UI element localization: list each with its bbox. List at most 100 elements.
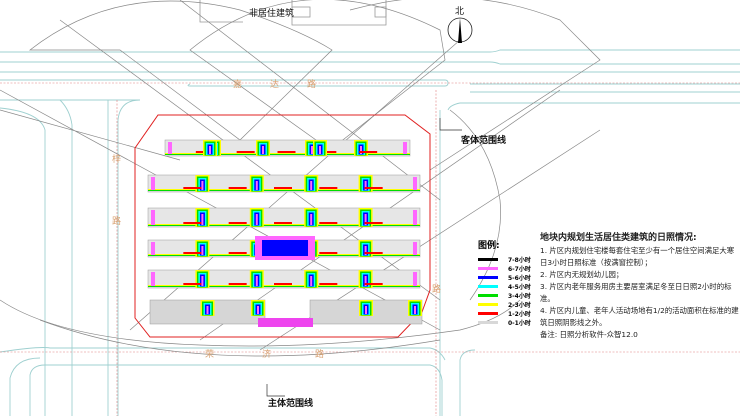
note-line: 4. 片区内儿童、老年人活动场地有1/2的活动面积在标准的建筑日照阴影线之外。 xyxy=(540,306,739,327)
note-line: 2. 片区内无规划幼儿园； xyxy=(540,270,624,279)
legend-item: 4-5小时 xyxy=(478,282,538,291)
sunlight-patch xyxy=(201,214,204,225)
sunlight-patch xyxy=(262,240,308,256)
sunlight-patch xyxy=(274,283,292,285)
sunlight-patch xyxy=(413,177,417,190)
legend-title: 图例: xyxy=(478,241,500,251)
sunlight-patch xyxy=(262,146,264,154)
legend-item: 1-2小时 xyxy=(478,309,538,318)
legend-swatch xyxy=(478,285,498,288)
legend-item: 0-1小时 xyxy=(478,318,538,327)
guest-boundary-label: 客体范围线 xyxy=(461,136,507,146)
sunlight-patch xyxy=(413,272,417,286)
sunlight-patch xyxy=(403,142,407,154)
road-name-top-1: 嘉 xyxy=(233,80,243,90)
legend-item: 7-8小时 xyxy=(478,255,538,264)
sunlight-patch xyxy=(236,151,255,153)
non-residential-building-outline xyxy=(199,0,243,23)
sunlight-patch xyxy=(201,181,204,190)
legend-swatch xyxy=(478,258,498,261)
north-arrow-icon xyxy=(447,17,473,43)
legend-item: 6-7小时 xyxy=(478,264,538,273)
site-boundary xyxy=(134,114,431,338)
legend-swatch xyxy=(478,321,498,324)
sunlight-patch xyxy=(364,246,367,255)
sunlight-patch xyxy=(310,214,313,225)
building-block xyxy=(164,139,411,157)
legend-swatch xyxy=(478,294,498,297)
road-name-bottom-2: 济 xyxy=(262,350,272,360)
sunlight-patch xyxy=(148,225,420,226)
sunlight-patch xyxy=(364,181,367,190)
legend-label: 4-5小时 xyxy=(508,284,531,291)
road-name-left-2: 路 xyxy=(112,217,122,227)
sunlight-patch xyxy=(148,190,420,191)
note-line: 3. 片区内老年服务用房主要居室满足冬至日日照2小时的标准。 xyxy=(540,282,732,303)
sunlight-patch xyxy=(364,222,383,224)
legend-swatch xyxy=(478,312,498,315)
legend-label: 2-3小时 xyxy=(508,302,531,309)
legend-item: 3-4小时 xyxy=(478,291,538,300)
sunlight-patch xyxy=(151,272,155,286)
sunlight-notes: 地块内规划生活居住类建筑的日照情况: 1. 片区内规划住宅楼每套住宅至少有一个居… xyxy=(540,232,740,341)
road-name-top-2: 达 xyxy=(270,80,280,90)
building-block xyxy=(147,269,421,289)
sunlight-patch xyxy=(413,210,417,225)
note-line: 备注: 日照分析软件-众智12.0 xyxy=(540,330,638,339)
road-name-right: 路 xyxy=(432,285,442,295)
sunlight-patch xyxy=(414,306,416,314)
sunlight-patch xyxy=(365,306,367,314)
sunlight-patch xyxy=(359,151,378,153)
sunlight-patch xyxy=(364,252,383,254)
legend-label: 0-1小时 xyxy=(508,320,531,327)
sunlight-patch xyxy=(201,246,204,255)
sunlight-patch xyxy=(148,286,420,287)
sunlight-patch xyxy=(364,276,367,286)
sunlight-patch xyxy=(364,214,367,225)
legend-swatch xyxy=(478,276,498,279)
note-line: 1. 片区内规划住宅楼每套住宅至少有一个居住空间满足大寒日3小时日照标准（按满窗… xyxy=(540,246,735,267)
sunlight-patch xyxy=(310,276,313,286)
non-residential-building-label: 非居住建筑 xyxy=(249,9,295,19)
sunlight-patch xyxy=(168,142,172,154)
legend-swatch xyxy=(478,267,498,270)
sunlight-patch xyxy=(311,146,313,154)
road-name-bottom-1: 荣 xyxy=(205,350,215,360)
road-edges xyxy=(0,49,740,416)
sunlight-patch xyxy=(360,146,362,154)
legend-label: 1-2小时 xyxy=(508,311,531,318)
legend-label: 6-7小时 xyxy=(508,266,531,273)
sunlight-patch xyxy=(255,181,258,190)
sunlight-patch xyxy=(274,187,292,189)
sunlight-patch xyxy=(319,252,338,254)
sunlight-patch xyxy=(277,151,296,153)
sunlight-patch xyxy=(364,283,383,285)
north-label: 北 xyxy=(455,7,465,17)
legend-swatch xyxy=(478,303,498,306)
legend-label: 7-8小时 xyxy=(508,257,531,264)
sunlight-patch xyxy=(228,283,247,285)
sunlight-patch xyxy=(255,214,258,225)
sunlight-patch xyxy=(183,252,202,254)
sunlight-patch xyxy=(228,187,247,189)
sunlight-patch xyxy=(165,154,410,155)
sunlight-patch xyxy=(228,252,247,254)
sunlight-patch xyxy=(364,187,383,189)
sunlight-patch xyxy=(319,283,338,285)
sunlight-patch xyxy=(206,306,209,314)
sunlight-patch xyxy=(183,187,202,189)
sunlight-patch xyxy=(318,151,337,153)
activity-area xyxy=(258,318,313,327)
sunlight-patch xyxy=(183,222,202,224)
sunlight-patch xyxy=(319,222,338,224)
legend: 图例: 7-8小时 6-7小时 5-6小时 4-5小时 3-4小时 2-3小时 1-2小时 0… xyxy=(478,238,538,327)
main-boundary-label: 主体范围线 xyxy=(268,399,314,409)
sunlight-patch xyxy=(183,283,202,285)
sunlight-patch xyxy=(310,181,313,190)
legend-label: 5-6小时 xyxy=(508,275,531,282)
legend-label: 3-4小时 xyxy=(508,293,531,300)
sunlight-patch xyxy=(209,146,211,154)
sunlight-patch xyxy=(255,276,258,286)
road-name-bottom-3: 路 xyxy=(315,350,325,360)
